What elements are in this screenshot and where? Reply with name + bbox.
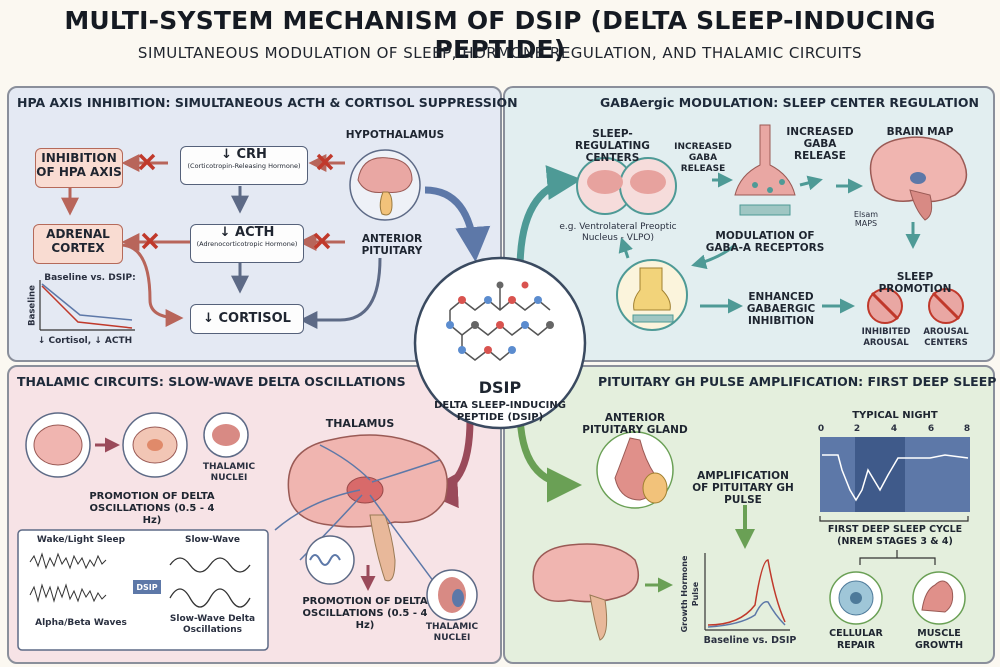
crh-full-label: (Corticotropin-Releasing Hormone) bbox=[187, 162, 301, 170]
thalamus-label: THALAMUS bbox=[325, 417, 395, 430]
synapse-top-illustration bbox=[734, 124, 796, 216]
acth-full-label: (Adrenocorticotropic Hormone) bbox=[196, 240, 298, 248]
repair-growth-icons bbox=[829, 571, 966, 625]
molecule-atoms bbox=[446, 281, 554, 354]
pituitary-gland-illustration bbox=[596, 431, 674, 509]
hypnogram bbox=[820, 437, 970, 512]
sleep-promotion-label: SLEEP PROMOTION bbox=[878, 271, 952, 295]
wave-circle bbox=[305, 535, 376, 591]
slow-delta-label: Slow-Wave Delta Oscillations bbox=[169, 614, 256, 635]
arousal-centers-label: AROUSAL CENTERS bbox=[923, 327, 969, 348]
wake-light-label: Wake/Light Sleep bbox=[36, 535, 126, 545]
dsip-full-name: DELTA SLEEP-INDUCING PEPTIDE (DSIP) bbox=[434, 400, 566, 423]
inhibition-hpa-box: INHIBITION OF HPA AXIS bbox=[35, 148, 123, 188]
hypothalamus-label: HYPOTHALAMUS bbox=[345, 129, 445, 141]
anterior-pituitary-label: ANTERIOR PITUITARY bbox=[361, 233, 423, 257]
thalamic-panel-title: THALAMIC CIRCUITS: SLOW-WAVE DELTA OSCIL… bbox=[17, 374, 406, 389]
pituitary-panel bbox=[503, 365, 995, 664]
main-title: MULTI-SYSTEM MECHANISM OF DSIP (DELTA SL… bbox=[64, 6, 936, 64]
cellular-repair-label: CELLULAR REPAIR bbox=[829, 628, 883, 651]
inhibited-arousal-label: INHIBITED AROUSAL bbox=[861, 327, 911, 348]
gh-pulse-graph bbox=[704, 553, 790, 631]
first-deep-cycle-label: FIRST DEEP SLEEP CYCLE (NREM STAGES 3 & … bbox=[827, 524, 963, 547]
acth-box: ↓ ACTH (Adrenocorticotropic Hormone) bbox=[190, 224, 304, 263]
crh-box: ↓ CRH (Corticotropin-Releasing Hormone) bbox=[180, 146, 308, 185]
synapse-bottom-illustration bbox=[616, 259, 688, 331]
dsip-name: DSIP bbox=[478, 378, 522, 397]
thalamus-brain-illustration bbox=[274, 434, 448, 591]
anterior-pituitary-gland-label: ANTERIOR PITUITARY GLAND bbox=[582, 412, 688, 436]
dsip-to-gaba-arrow bbox=[516, 165, 582, 271]
gaba-arrows bbox=[618, 172, 921, 314]
increased-gaba-small-label: INCREASED GABA RELEASE bbox=[674, 142, 732, 174]
gaba-panel-title: GABAergic MODULATION: SLEEP CENTER REGUL… bbox=[600, 95, 979, 110]
maps-note: Elsam MAPS bbox=[853, 210, 879, 228]
arousal-inhibited-icons bbox=[867, 288, 964, 324]
brain-map-illustration bbox=[869, 136, 968, 221]
slow-wave-label: Slow-Wave bbox=[184, 535, 241, 545]
hpa-graph-ylabel: Baseline bbox=[27, 285, 38, 326]
main-subtitle: SIMULTANEOUS MODULATION OF SLEEP, HORMON… bbox=[137, 44, 863, 62]
thalamic-nuclei-bottom-label: THALAMIC NUCLEI bbox=[425, 622, 479, 643]
eeg-comparison-box bbox=[17, 529, 269, 651]
muscle-growth-label: MUSCLE GROWTH bbox=[914, 628, 964, 651]
acth-label: ↓ ACTH bbox=[219, 225, 275, 240]
hpa-graph-caption: ↓ Cortisol, ↓ ACTH bbox=[37, 336, 133, 346]
amplification-gh-label: AMPLIFICATION OF PITUITARY GH PULSE bbox=[692, 470, 794, 506]
increased-gaba-label: INCREASED GABA RELEASE bbox=[786, 126, 854, 162]
dsip-molecule bbox=[413, 256, 587, 430]
night-tick: 4 bbox=[890, 424, 898, 434]
promotion-delta-top-label: PROMOTION OF DELTA OSCILLATIONS (0.5 - 4… bbox=[89, 491, 215, 526]
hypothalamus-illustration bbox=[349, 149, 421, 221]
hpa-mini-graph bbox=[39, 280, 135, 331]
crh-label: ↓ CRH bbox=[221, 147, 267, 162]
night-tick: 2 bbox=[853, 424, 861, 434]
sleep-centers-label: SLEEP-REGULATING CENTERS bbox=[575, 128, 650, 164]
hypnogram-brace bbox=[819, 516, 969, 565]
thalamic-nuclei-bottom-circle bbox=[426, 569, 478, 621]
adrenal-cortex-box: ADRENAL CORTEX bbox=[33, 224, 123, 264]
dsip-tag-label: DSIP bbox=[136, 583, 158, 592]
promotion-delta-bottom-label: PROMOTION OF DELTA OSCILLATIONS (0.5 - 4… bbox=[302, 596, 428, 631]
hpa-to-dsip-arrow bbox=[424, 186, 491, 262]
vlpo-label: e.g. Ventrolateral Preoptic Nucleus - VL… bbox=[559, 222, 677, 243]
night-tick: 6 bbox=[927, 424, 935, 434]
cortisol-box: ↓ CORTISOL bbox=[190, 304, 304, 334]
gaba-a-receptors-label: MODULATION OF GABA-A RECEPTORS bbox=[705, 230, 825, 254]
night-tick: 0 bbox=[817, 424, 825, 434]
thalamic-nuclei-top-label: THALAMIC NUCLEI bbox=[202, 462, 256, 483]
typical-night-label: TYPICAL NIGHT bbox=[852, 410, 938, 421]
inhibit-x-marks bbox=[138, 153, 334, 250]
gh-graph-caption: Baseline vs. DSIP bbox=[703, 635, 797, 646]
brain-sagittal-illustration bbox=[532, 543, 673, 641]
enhanced-inhibition-label: ENHANCED GABAERGIC INHIBITION bbox=[746, 291, 816, 327]
alpha-beta-label: Alpha/Beta Waves bbox=[35, 618, 127, 628]
brain-map-label: BRAIN MAP bbox=[886, 126, 954, 138]
hpa-graph-title: Baseline vs. DSIP: bbox=[44, 273, 136, 283]
night-tick: 8 bbox=[963, 424, 971, 434]
sleep-centers-illustration bbox=[576, 157, 677, 215]
gh-graph-ylabel: Growth Hormone Pulse bbox=[680, 555, 700, 633]
hpa-panel-title: HPA AXIS INHIBITION: SIMULTANEOUS ACTH &… bbox=[17, 95, 518, 110]
thalamic-top-circles bbox=[25, 412, 249, 478]
pituitary-panel-title: PITUITARY GH PULSE AMPLIFICATION: FIRST … bbox=[598, 374, 1000, 389]
